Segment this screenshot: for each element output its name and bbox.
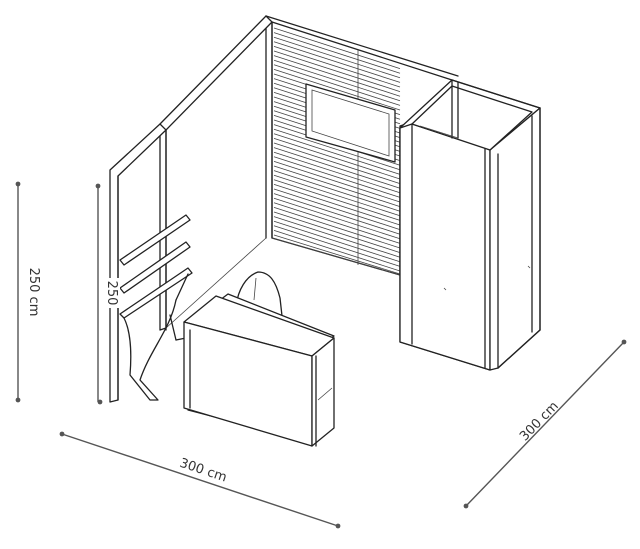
slat-line [273, 202, 401, 244]
slat-line [273, 234, 401, 275]
slat-line [273, 230, 401, 272]
slat-line [273, 151, 401, 194]
slat-line [273, 138, 401, 180]
dimension-height-outer: 250 cm [15, 181, 41, 403]
slat-line [273, 59, 401, 102]
shelf-unit [119, 214, 193, 401]
slat-line [273, 161, 401, 203]
slat-line [273, 142, 401, 184]
slat-line [273, 188, 401, 230]
slat-line [273, 147, 401, 189]
slat-line [273, 216, 401, 258]
height-outer-label: 250 cm [26, 268, 41, 317]
dimension-width-front: 300 cm [59, 431, 341, 529]
slat-line [273, 179, 401, 221]
slat-line [273, 197, 401, 240]
slat-line [273, 69, 401, 111]
slatted-back-wall [265, 15, 459, 276]
dimension-height-inner: 250 [95, 183, 120, 405]
slat-line [273, 193, 401, 235]
slat-line [273, 225, 401, 267]
slat-line [273, 32, 401, 74]
slat-line [273, 207, 401, 249]
slat-line [273, 27, 401, 69]
height-inner-label: 250 [104, 281, 119, 306]
slat-line [273, 174, 401, 217]
slat-line [273, 55, 401, 97]
floor-outline [165, 237, 401, 329]
depth-right-label: 300 cm [517, 399, 562, 444]
slat-line [273, 211, 401, 253]
slat-line [273, 170, 401, 212]
slat-line [273, 46, 401, 88]
slat-line [273, 165, 401, 207]
reception-counter [183, 293, 335, 447]
slat-line [273, 156, 401, 198]
slat-line [273, 128, 401, 171]
slat-line [273, 36, 401, 79]
slat-line [273, 220, 401, 263]
slat-line [273, 184, 401, 226]
slat-line [273, 50, 401, 92]
slat-line [273, 64, 401, 106]
slat-line [273, 41, 401, 83]
slat-line [273, 133, 401, 175]
storage-room [399, 79, 541, 371]
